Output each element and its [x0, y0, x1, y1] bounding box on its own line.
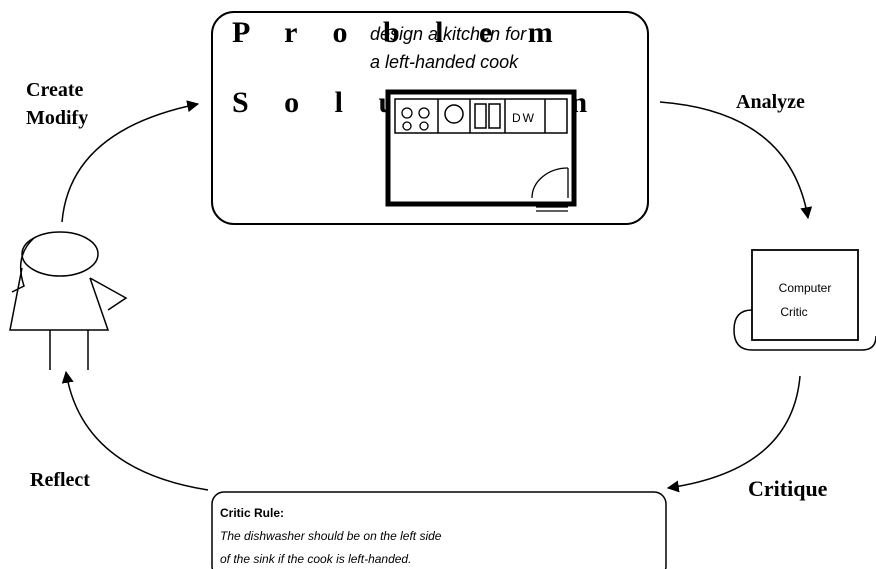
problem-word: P r o b l e m	[232, 16, 567, 49]
arrow-analyze	[659, 101, 813, 220]
person-figure	[9, 231, 128, 370]
critic-rule-title: Critic Rule:	[220, 506, 284, 520]
dishwasher-label: DW	[512, 111, 536, 125]
label-reflect: Reflect	[30, 469, 90, 491]
door-icon	[531, 167, 569, 212]
label-critique: Critique	[748, 476, 828, 501]
kitchen-floor-plan: DW	[385, 89, 577, 212]
critic-rule-box: Critic Rule: The dishwasher should be on…	[211, 491, 667, 569]
arrow-create-modify	[61, 100, 200, 223]
label-create: Create	[26, 79, 83, 101]
arrow-reflect	[61, 370, 209, 491]
sink-icon	[474, 103, 501, 129]
arrow-critique	[666, 375, 801, 493]
label-modify: Modify	[26, 107, 88, 129]
computer-critic-box: Computer Critic	[733, 249, 876, 351]
computer-critic-line2: Critic	[780, 305, 807, 319]
cycle-arrows	[61, 100, 813, 493]
label-analyze: Analyze	[736, 91, 805, 113]
critic-rule-line2: of the sink if the cook is left-handed.	[220, 552, 411, 566]
problem-solution-box: P r o b l e m S o l u t i o n design a k…	[211, 11, 649, 225]
appliance-icon	[444, 104, 464, 124]
design-task-line1: design a kitchen for	[370, 24, 527, 44]
design-task-line2: a left-handed cook	[370, 52, 519, 72]
stove-icon	[401, 107, 430, 131]
critic-rule-line1: The dishwasher should be on the left sid…	[220, 529, 442, 543]
computer-critic-line1: Computer	[779, 281, 832, 295]
